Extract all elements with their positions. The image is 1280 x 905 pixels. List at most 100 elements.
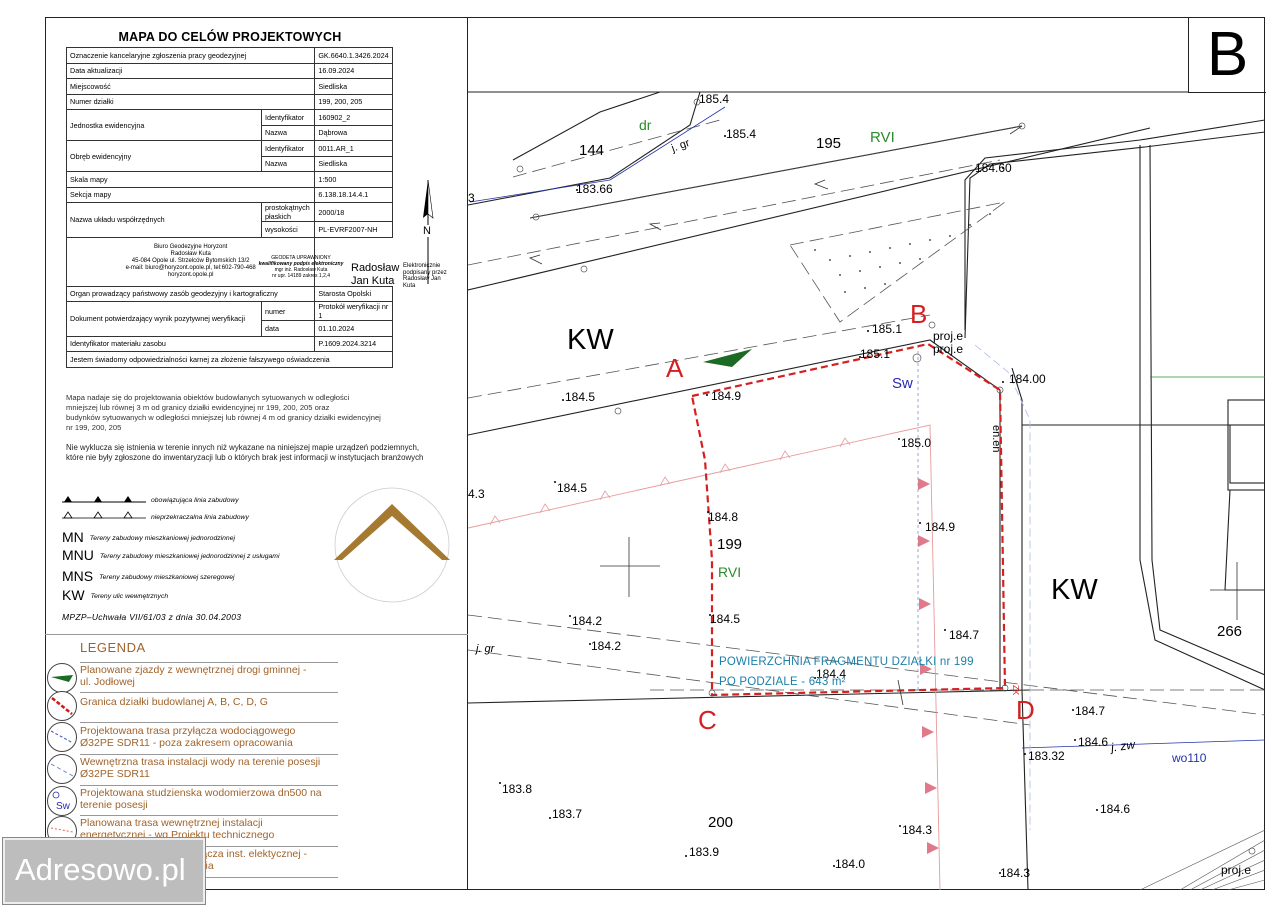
meta-value: Dąbrowa [314,124,393,141]
elevation: 184.6 [1100,802,1131,816]
line-label: j. gr [476,643,495,655]
driveway-icon [47,663,77,693]
water-connection-icon [47,722,77,752]
meta-label: Data aktualizacji [65,62,316,79]
elevation: 3 [468,191,475,205]
legend-text: ul. Jodłowej [80,676,135,688]
north-label: N [423,225,431,237]
zabudowa-label: nieprzekraczalna linia zabudowy [151,514,249,521]
zone-desc: Tereny ulic wewnętrznych [90,592,169,600]
signature-text: podpisany przez [403,269,447,276]
mpzp-note: MPZP–Uchwała VII/61/03 z dnia 30.04.2003 [62,612,242,622]
statement: Jestem świadomy odpowiedzialności karnej… [66,351,393,368]
elevation: 184.7 [949,628,980,642]
watermark-text: Adresowo.pl [15,852,186,887]
note-line: nr 199, 200, 205 [66,423,122,432]
legend-rule [80,877,338,878]
water-internal-icon [47,754,77,784]
legend-item: Wewnętrzna trasa instalacji wody na tere… [80,756,340,780]
elevation: 184.3 [902,823,933,837]
parcel-number: 144 [579,142,605,159]
elevation: 184.9 [711,389,742,403]
map-area[interactable]: 144 195 199 200 266 dr RVI RVI KW KW A B… [468,17,1265,890]
meta-value: GK.6640.1.3426.2024 [314,47,393,64]
elevation: 184.0 [835,857,866,871]
signature-name: Radosław [351,262,400,274]
legend-text: Projektowana trasa przyłącza wodociągowe… [80,725,296,737]
meta-value: Siedliska [314,155,393,172]
note-line: budynków sytuowanych w odległości mniejs… [66,413,381,422]
note-line: Mapa nadaje się do projektowania obiektó… [66,393,350,402]
zone-kw: KW Tereny ulic wewnętrznych [62,587,168,603]
parcel-boundary-icon [47,691,77,721]
legend-title: LEGENDA [80,640,146,655]
meta-label: Nazwa układu współrzędnych [66,202,262,238]
signature-text: Elektronicznie [403,263,441,269]
meta-sublabel: wysokości [260,221,316,238]
signature-name: Jan Kuta [351,275,395,287]
meta-value: PL-EVRF2007-NH [314,221,393,238]
meta-value: 16.09.2024 [314,62,393,79]
legend-item: Planowane zjazdy z wewnętrznej drogi gmi… [80,664,340,688]
meta-label: Miejscowość [65,78,316,95]
legend-rule [80,815,338,816]
meta-sublabel: data [260,320,316,337]
elevation: 184.9 [925,520,956,534]
biuro-line: Radosław Kuta [170,251,211,257]
meta-label: Dokument potwierdzający wynik pozytywnej… [66,301,262,337]
meta-sublabel: Identyfikator [260,140,316,157]
legend-rule [80,722,338,723]
sheet-letter: B [1188,17,1266,93]
elevation: 183.32 [1028,749,1065,763]
elevation: 184.3 [1000,866,1031,880]
signature-text: Kuta [403,282,416,289]
area-label: POWIERZCHNIA FRAGMENTU DZIAŁKI nr 199 [719,656,974,668]
elevation: 183.8 [502,782,533,796]
legend-text: Granica działki budowlanej A, B, C, D, G [80,696,268,708]
elevation: 4.3 [468,487,485,501]
meta-value: 199, 200, 205 [314,93,393,110]
metadata-table: Oznaczenie kancelaryjne zgłoszenia pracy… [65,47,393,368]
elevation: 184.4 [816,667,847,681]
meta-sublabel: Nazwa [260,155,316,172]
note-design: Mapa nadaje się do projektowania obiektó… [66,393,446,433]
note-underground: Nie wyklucza się istnienia w terenie inn… [66,443,466,463]
watermark-badge[interactable]: Adresowo.pl [3,838,205,904]
meta-label: Skala mapy [65,171,316,188]
parcel-number: 195 [816,135,842,152]
zone-desc: Tereny zabudowy mieszkaniowej jednorodzi… [89,534,235,542]
zone-desc: Tereny zabudowy mieszkaniowej jednorodzi… [99,552,280,560]
elevation: 184.6 [1078,735,1109,749]
elevation: 184.7 [1075,704,1106,718]
geodeta-line: kwalifikowany podpis elektroniczny [258,261,344,267]
water-meter-label: Sw [892,375,913,392]
area-label: PO PODZIALE - 643 m² [719,676,846,688]
point-d: D [1016,695,1035,725]
note-line: które nie były zgłoszone do inwentaryzac… [66,453,424,462]
signature-text: Radosław Jan [403,276,441,282]
elevation: 184.00 [1009,372,1046,386]
meta-label: Jednostka ewidencyjna [66,109,262,141]
meta-sublabel: Nazwa [260,124,316,141]
elevation: 184.5 [710,612,741,626]
note-line: mniejszej lub równej 3 m od granicy dzia… [66,403,330,412]
elevation: 184.2 [572,614,603,628]
biuro-line: e-mail: biuro@horyzont.opole.pl, tel:602… [125,265,256,271]
elevation: 184.60 [975,161,1012,175]
zone-code: KW [62,587,85,603]
biuro-line: horyzont.opole.pl [167,272,214,278]
elevation: 185.1 [872,322,903,336]
elevation: 184.5 [557,481,588,495]
meta-label: Sekcja mapy [65,186,316,203]
map-canvas [468,91,1265,890]
meta-value: 01.10.2024 [314,320,393,337]
elevation: 183.66 [576,182,613,196]
legend-rule [80,846,338,847]
zone-code: MNS [62,568,94,584]
elevation: 185.4 [699,92,730,106]
biuro-line: 45-084 Opole ul. Strzelców Bytomskich 13… [131,258,250,264]
legend-text: Planowane zjazdy z wewnętrznej drogi gmi… [80,664,307,676]
meta-sublabel: prostokątnych płaskich [260,202,316,222]
